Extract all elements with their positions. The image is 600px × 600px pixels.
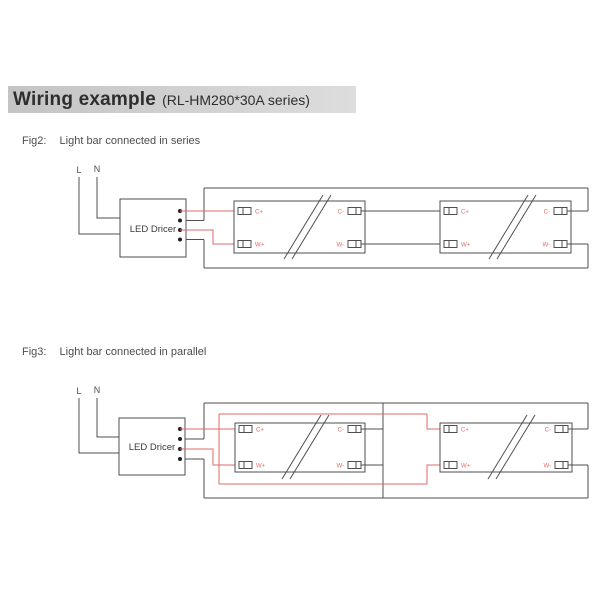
title-banner: Wiring example (RL-HM280*30A series) (8, 86, 356, 113)
fig2-bar2-connector-w-minus: W- (542, 240, 568, 249)
page-title: Wiring example (13, 88, 157, 110)
fig3-bar1-break-marks (281, 414, 330, 480)
fig3-driver-box (118, 417, 186, 476)
fig3-caption: Fig3: Light bar connected in parallel (22, 346, 206, 358)
fig3-red-feed-wires (180, 428, 239, 466)
fig3-n-wire (96, 398, 119, 438)
fig2-n-wire (96, 177, 120, 219)
fig3-driver-label: LED Dricer (129, 442, 175, 453)
fig3-bar1-connector-c-plus: C+ (238, 425, 264, 434)
svg-text:W+: W+ (461, 243, 471, 249)
svg-text:W+: W+ (255, 243, 265, 249)
fig3-bar2-body (439, 422, 573, 473)
fig2-terminal-2 (178, 218, 182, 223)
fig3-bar1-connector-c-minus: C- (338, 425, 362, 434)
fig2-red-feed-wires (180, 210, 238, 245)
fig3-bar2-connector-c-plus: C+ (443, 425, 469, 434)
fig3-light-bar-2: C+ W+ C- W- (439, 414, 588, 480)
svg-text:C+: C+ (461, 428, 469, 434)
fig2-driver-box (119, 198, 187, 258)
svg-text:C-: C- (338, 210, 344, 216)
fig3-bar2-connector-c-minus: C- (545, 425, 569, 434)
fig2-bar1-connector-c-plus: C+ (237, 207, 263, 216)
fig3-l-label: L (76, 386, 81, 396)
fig3-terminal-2 (178, 437, 182, 441)
fig3-light-bar-1: C+ W+ C- W- (234, 414, 383, 480)
fig3-bar2-connector-w-minus: W- (543, 461, 569, 470)
fig2-bar1-connector-w-plus: W+ (237, 240, 265, 249)
fig2-l-wire (78, 177, 120, 235)
fig2-caption: Fig2: Light bar connected in series (22, 135, 200, 147)
fig2-wiring-diagram: L N LED Dricer C+ (76, 164, 589, 269)
svg-text:W+: W+ (256, 464, 266, 470)
fig3-l-wire (78, 398, 119, 454)
fig2-caption-text: Light bar connected in series (59, 135, 201, 147)
fig2-light-bar-1: C+ W+ C- W- (233, 194, 444, 260)
fig3-bar1-body (234, 422, 366, 473)
fig2-return-loop-wires (180, 187, 589, 269)
page-title-series: (RL-HM280*30A series) (162, 91, 310, 108)
svg-text:W-: W- (336, 243, 344, 249)
fig3-bar1-connector-w-plus: W+ (238, 461, 266, 470)
fig2-bar1-connector-c-minus: C- (338, 207, 362, 216)
fig3-bar2-connector-w-plus: W+ (443, 461, 471, 470)
svg-text:C-: C- (544, 210, 550, 216)
fig3-caption-id: Fig3: (22, 346, 47, 358)
fig3-red-feed-rails (218, 413, 444, 485)
svg-text:W+: W+ (461, 464, 471, 470)
fig2-driver-label: LED Dricer (130, 224, 176, 235)
svg-text:C-: C- (545, 428, 551, 434)
fig3-bar2-break-marks (487, 414, 536, 480)
fig2-bar1-break-marks (283, 194, 332, 260)
fig3-ac-input: L N (76, 385, 119, 454)
fig2-caption-id: Fig2: (22, 135, 47, 147)
fig2-n-label: N (94, 164, 101, 174)
fig2-ac-input: L N (76, 164, 120, 235)
svg-text:C+: C+ (255, 210, 263, 216)
fig2-bar2-connector-w-plus: W+ (443, 240, 471, 249)
fig2-terminal-4 (178, 237, 182, 242)
fig2-l-label: L (76, 165, 81, 175)
fig3-return-loop-wires (180, 402, 589, 499)
fig2-bar1-body (233, 200, 366, 254)
svg-text:W-: W- (543, 464, 551, 470)
fig3-led-driver: LED Dricer (118, 417, 186, 476)
svg-text:W-: W- (542, 243, 550, 249)
fig3-n-label: N (94, 385, 101, 395)
svg-text:C-: C- (338, 428, 344, 434)
fig2-led-driver: LED Dricer (119, 198, 187, 258)
fig2-bar2-connector-c-minus: C- (544, 207, 568, 216)
svg-text:C+: C+ (256, 428, 264, 434)
fig3-caption-text: Light bar connected in parallel (59, 346, 207, 358)
fig3-bar1-connector-w-minus: W- (336, 461, 362, 470)
svg-text:C+: C+ (461, 210, 469, 216)
fig2-bar1-connector-w-minus: W- (336, 240, 362, 249)
fig2-light-bar-2: C+ W+ C- W- (439, 194, 588, 260)
svg-text:W-: W- (336, 464, 344, 470)
fig2-bar2-break-marks (488, 194, 537, 260)
fig3-wiring-diagram: L N LED Dricer (76, 385, 589, 499)
fig2-bar2-connector-c-plus: C+ (443, 207, 469, 216)
fig3-terminal-4 (178, 457, 182, 461)
